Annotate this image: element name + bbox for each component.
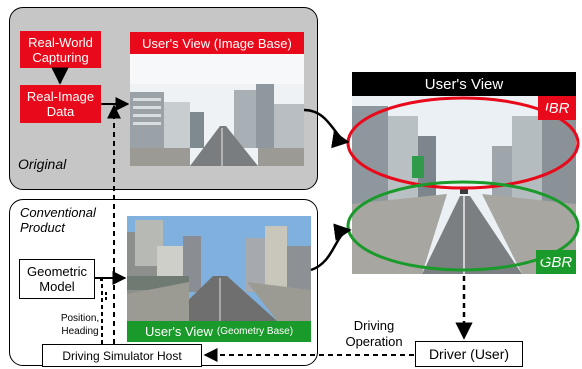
arrow-geometry-view-to-users-view (310, 223, 352, 272)
driver-user-box: Driver (User) (415, 341, 523, 367)
image-base-street-photo (130, 54, 304, 166)
users-view-title-bar: User's View (352, 72, 576, 96)
position-heading-label: Position, Heading (60, 313, 100, 337)
geometry-base-view-title-main: User's View (144, 324, 213, 339)
arrow-image-view-to-users-view (303, 108, 350, 149)
driving-simulator-host-label: Driving Simulator Host (62, 348, 182, 363)
real-world-capturing-label: Real-World Capturing (28, 34, 93, 65)
gbr-ellipse (346, 180, 580, 272)
dashed-host-to-model (100, 279, 103, 344)
driving-operation-label: Driving Operation (345, 318, 403, 349)
gbr-tag-label: GBR (539, 253, 573, 271)
users-view-title: User's View (424, 75, 504, 93)
real-world-capturing-box: Real-World Capturing (20, 31, 101, 68)
dashed-position-link (36, 300, 42, 355)
geometric-model-box: Geometric Model (19, 259, 95, 299)
real-image-data-box: Real-Image Data (20, 85, 101, 123)
ibr-tag-label: IBR (544, 99, 570, 117)
image-base-view-title: User's View (Image Base) (130, 32, 304, 54)
geometric-model-label: Geometric Model (27, 264, 87, 294)
gbr-tag: GBR (536, 250, 576, 274)
driver-user-label: Driver (User) (428, 346, 510, 362)
original-label: Original (18, 156, 67, 172)
geometry-base-view-title-sub: (Geometry Base) (216, 326, 294, 337)
driving-simulator-host-box: Driving Simulator Host (42, 344, 202, 367)
image-base-view-title-label: User's View (Image Base) (142, 35, 292, 51)
conventional-product-label: Conventional Product (20, 205, 96, 235)
real-image-data-label: Real-Image Data (26, 89, 95, 119)
geometry-base-street-render (127, 216, 311, 321)
ibr-ellipse (346, 96, 580, 190)
geometry-base-view-title: User's View (Geometry Base) (127, 321, 311, 342)
